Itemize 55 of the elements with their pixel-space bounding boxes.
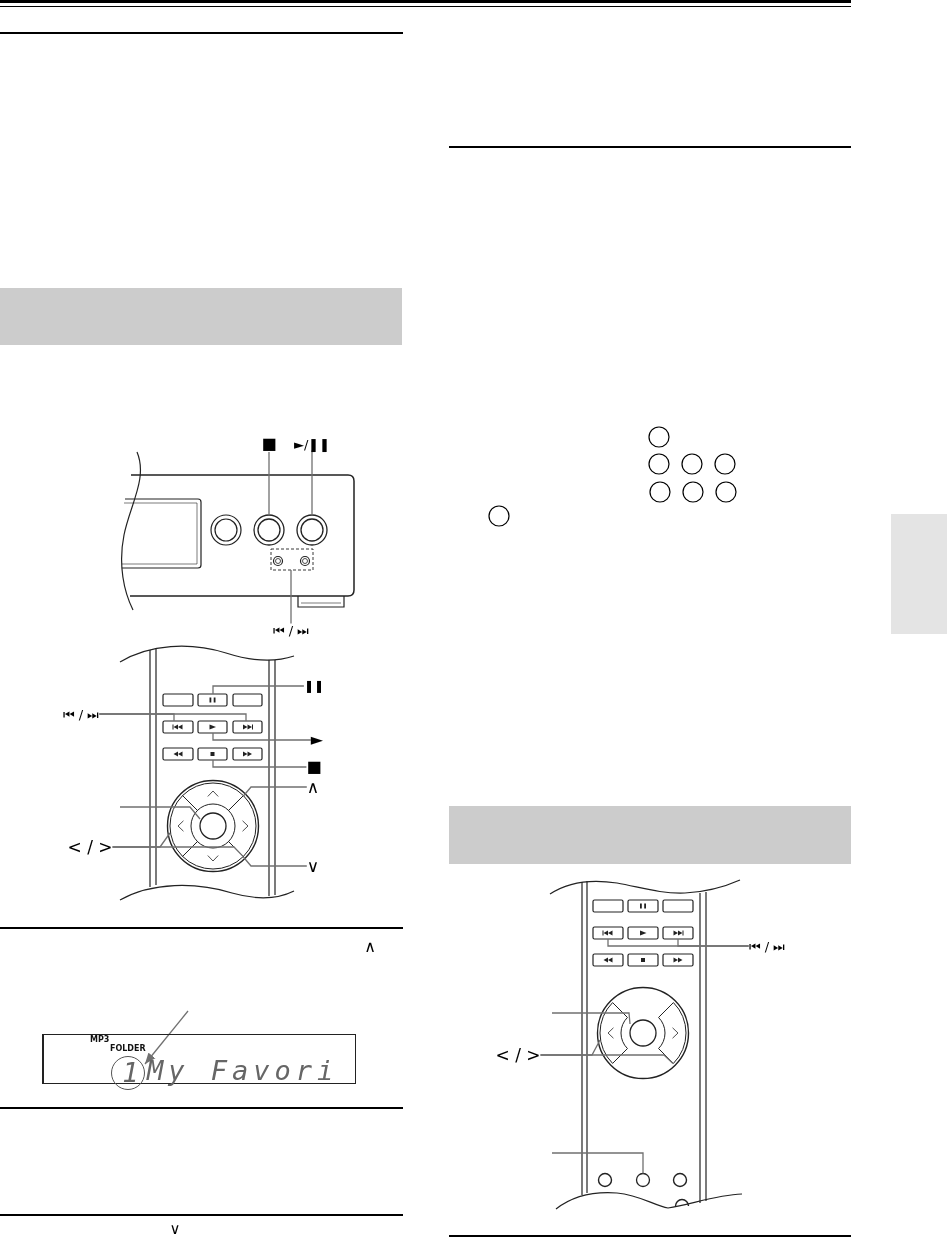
right-key: [658, 1002, 687, 1064]
leader-line: [268, 451, 270, 516]
heading-band: [449, 806, 851, 864]
pause-key: [197, 693, 228, 707]
up-symbol-label: ∧: [306, 778, 320, 796]
right-key: [228, 795, 257, 857]
play-key: [197, 720, 228, 734]
round-button: [253, 514, 285, 546]
left-key: [169, 795, 198, 857]
leader-line: [111, 846, 244, 858]
down-symbol-label: ∨: [306, 857, 320, 875]
skip-forward-key: [232, 720, 263, 734]
round-button: [296, 514, 328, 546]
leader-line: [551, 1152, 644, 1175]
stop-symbol-label: ■: [306, 759, 322, 775]
arrow: [144, 1010, 189, 1065]
leader-line: [242, 786, 308, 797]
leader-line: [212, 732, 312, 741]
round-button: [635, 1172, 651, 1188]
up-key: [182, 782, 244, 811]
chevron-symbol: ∨: [169, 1221, 181, 1237]
leader-line: [539, 1054, 674, 1065]
center-button: [629, 1019, 657, 1047]
mode-indicator: MP3: [90, 1036, 110, 1044]
skip-forward-key: [662, 926, 694, 940]
leader-line: [551, 1012, 631, 1025]
play-symbol-label: ►: [310, 732, 324, 748]
left-key: [599, 1002, 628, 1064]
stop-key: [197, 747, 228, 761]
leader-line: [212, 685, 305, 695]
skip-symbol-label: ⏮ / ⏭: [62, 707, 100, 721]
display-text: My Favori: [147, 1057, 339, 1084]
leader-line: [290, 569, 292, 625]
skip-back-key: [592, 926, 624, 940]
skip-symbol-label: ⏮ / ⏭: [272, 623, 310, 637]
dashed-frame: [270, 548, 314, 571]
leader-line: [242, 856, 308, 867]
display-panel: [42, 1034, 356, 1084]
stop-symbol-label: ■: [261, 436, 277, 452]
play-pause-symbol-label: ►/❚❚: [293, 437, 331, 451]
side-tab: [891, 514, 947, 634]
left-right-symbol-label: < / >: [495, 1046, 541, 1064]
leader-line: [212, 759, 308, 768]
leader-line: [98, 713, 247, 722]
down-key: [182, 841, 244, 870]
center-button: [199, 812, 227, 840]
skip-symbol-label: ⏮ / ⏭: [748, 939, 786, 953]
pause-symbol-label: ❚❚: [303, 680, 325, 692]
heading-band: [0, 288, 402, 345]
leader-line: [119, 806, 201, 820]
leader-line: [677, 938, 750, 947]
folder-indicator: FOLDER: [110, 1045, 146, 1053]
left-right-symbol-label: < / >: [67, 838, 113, 856]
skip-back-key: [162, 720, 194, 734]
chevron-symbol: ∧: [364, 939, 376, 955]
